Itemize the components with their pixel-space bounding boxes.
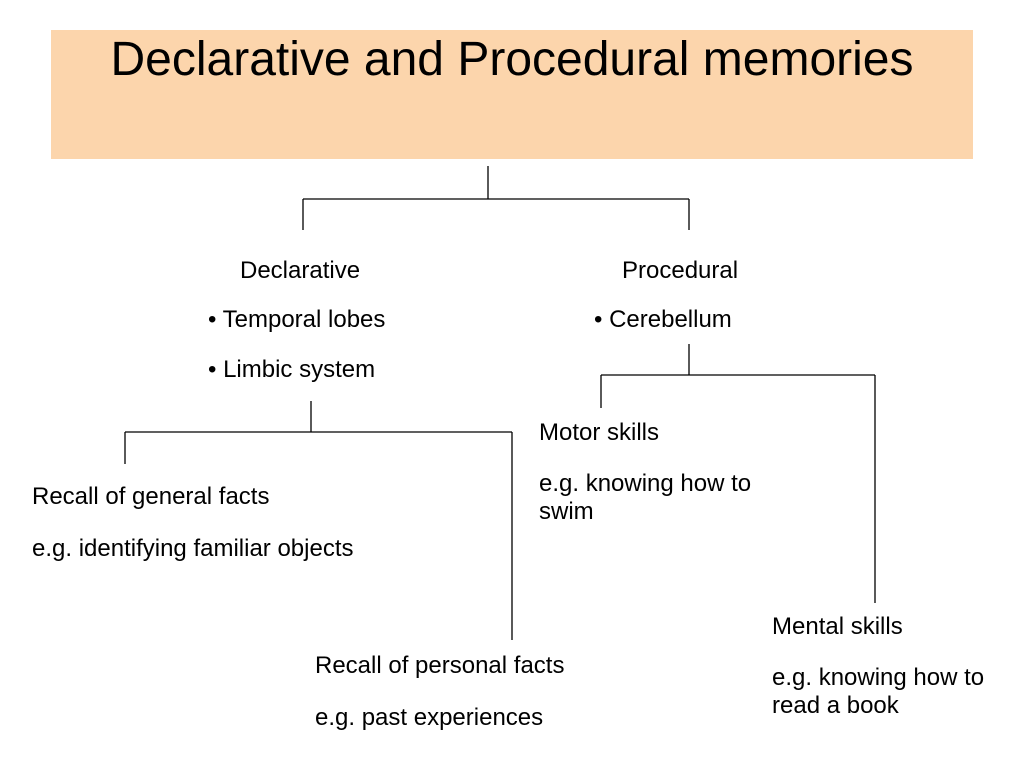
procedural-region-cerebellum: • Cerebellum [594, 306, 732, 333]
mental-skills-example: e.g. knowing how to read a book [772, 664, 985, 719]
declarative-region-temporal-lobes: • Temporal lobes [208, 306, 386, 333]
declarative-region-limbic-system: • Limbic system [208, 356, 376, 383]
slide-title: Declarative and Procedural memories [110, 33, 914, 86]
title-banner: Declarative and Procedural memories [51, 30, 973, 159]
personal-facts-label: Recall of personal facts [315, 652, 565, 679]
declarative-label: Declarative [240, 257, 361, 284]
general-facts-label: Recall of general facts [32, 483, 270, 510]
personal-facts-example: e.g. past experiences [315, 704, 544, 731]
motor-skills-example: e.g. knowing how to swim [539, 470, 752, 525]
procedural-label: Procedural [622, 257, 739, 284]
mental-skills-label: Mental skills [772, 613, 903, 640]
motor-skills-label: Motor skills [539, 419, 660, 446]
general-facts-example: e.g. identifying familiar objects [32, 535, 354, 562]
